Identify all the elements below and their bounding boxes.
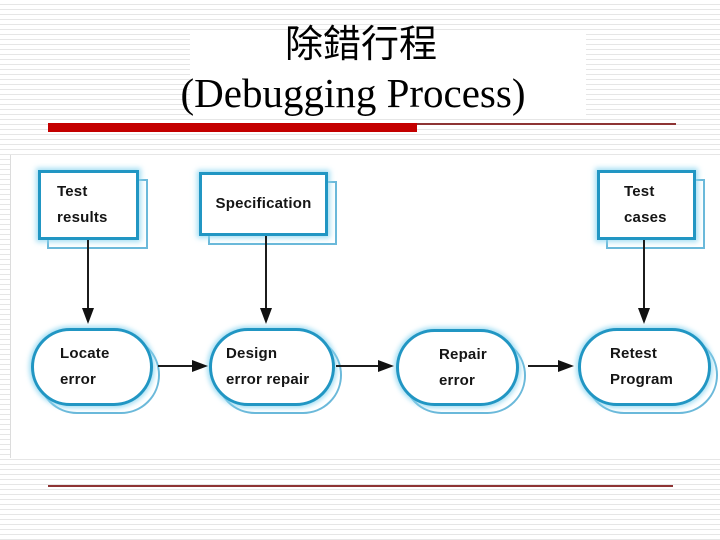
step-label-line: Locate (60, 345, 110, 362)
arrow-test-results-to-locate-error (82, 240, 94, 324)
box-label-line: Specification (215, 195, 312, 212)
box-label-line: cases (624, 209, 667, 226)
step-label-line: Program (610, 371, 674, 388)
step-label-line: error (439, 371, 476, 389)
arrow-head-down-icon (260, 308, 272, 324)
arrow-line (87, 240, 89, 309)
arrow-line (265, 236, 267, 309)
flow-box-test-cases: Test cases (597, 170, 705, 249)
stadium-face: Design error repair (209, 328, 335, 406)
box-label-line: Test (57, 183, 88, 200)
box-face: Test cases (597, 170, 696, 240)
box-label-line: Test (624, 183, 655, 200)
arrow-test-cases-to-retest-program (638, 240, 650, 324)
arrow-specification-to-design-repair (260, 236, 272, 324)
flow-box-specification: Specification (199, 172, 337, 245)
title-line-english: (Debugging Process) (180, 70, 526, 116)
step-label-line: Design (226, 345, 278, 362)
box-label-line: results (57, 209, 108, 226)
step-label-line: Retest (610, 345, 658, 362)
arrow-line (528, 365, 559, 367)
flow-step-retest-program: Retest Program (578, 328, 718, 414)
stadium-face: Locate error (31, 328, 153, 406)
arrow-head-down-icon (638, 308, 650, 324)
stadium-face: Repair error (396, 329, 519, 406)
step-label-line: error repair (226, 371, 310, 388)
arrow-locate-to-design (158, 360, 208, 372)
diagram-panel: Test results Specification Test cases (10, 155, 720, 458)
arrow-line (336, 365, 379, 367)
title-accent-rule (417, 123, 676, 125)
step-label-line: Repair (439, 345, 487, 363)
arrow-design-to-repair (336, 360, 394, 372)
arrow-head-right-icon (192, 360, 208, 372)
box-face: Specification (199, 172, 328, 236)
title-accent-bar (48, 123, 417, 132)
arrow-head-down-icon (82, 308, 94, 324)
arrow-head-right-icon (558, 360, 574, 372)
flow-step-locate-error: Locate error (31, 328, 160, 414)
title-line-chinese: 除錯行程 (284, 24, 437, 66)
arrow-repair-to-retest (528, 360, 574, 372)
flow-step-repair-error: Repair error (396, 329, 526, 414)
title-background-box (190, 30, 586, 116)
arrow-line (643, 240, 645, 309)
flow-step-design-error-repair: Design error repair (209, 328, 342, 414)
step-label-line: error (60, 371, 97, 388)
slide-title: 除錯行程 (Debugging Process) (0, 22, 720, 118)
box-face: Test results (38, 170, 139, 240)
arrow-head-right-icon (378, 360, 394, 372)
arrow-line (158, 365, 193, 367)
footer-rule (48, 485, 673, 487)
stadium-face: Retest Program (578, 328, 711, 406)
flow-box-test-results: Test results (38, 170, 148, 249)
